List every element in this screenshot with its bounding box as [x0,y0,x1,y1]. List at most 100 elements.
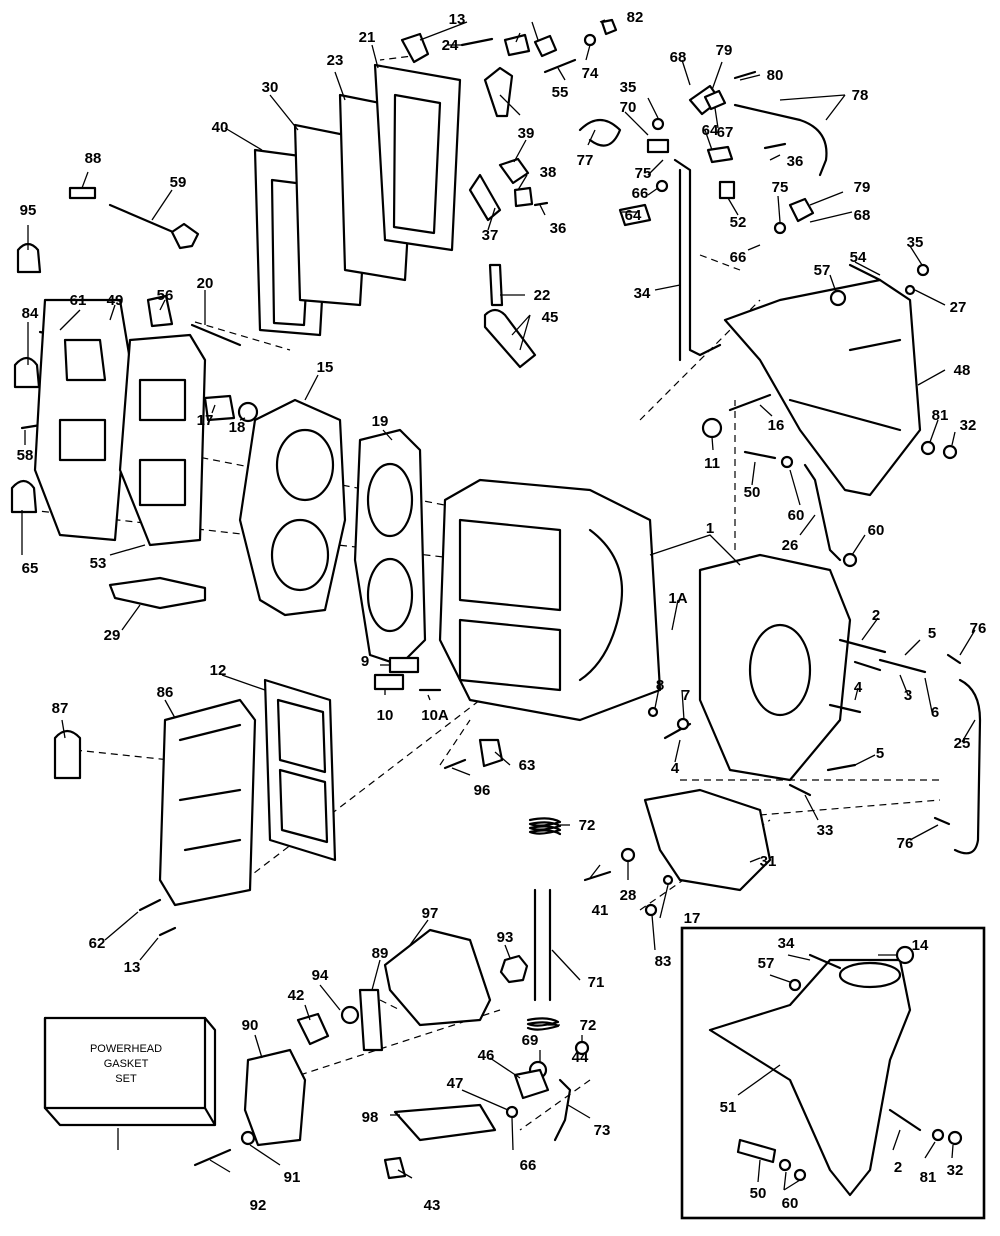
bracket-103 [483,66,514,118]
label-19: 17 [197,412,214,429]
label-70a: 66 [632,185,649,202]
fitting-83-b [788,197,815,223]
label-93: 89 [372,945,389,962]
label-62: 58 [17,447,34,464]
block-50 [513,1068,550,1100]
gasket-57 [118,333,207,547]
label-65: 61 [70,292,87,309]
label-34b: 32 [947,1162,964,1179]
label-63: 59 [170,174,187,191]
clip-67 [478,738,504,768]
label-23: 21 [359,29,376,46]
label-50: 46 [478,1047,495,1064]
label-5a: 5 [928,625,936,642]
label-38: 35 [907,234,924,251]
label-54a: 50 [744,484,761,501]
head-gasket-21 [353,428,427,667]
label-64a: 60 [788,507,805,524]
screw-22 [190,323,242,347]
label-97: 93 [497,929,514,946]
screw-26 [460,37,494,47]
label-70b: 66 [730,249,747,266]
label-20: 18 [229,419,246,436]
hose-49 [483,308,537,369]
label-94: 90 [242,1017,259,1034]
label-26: 24 [442,37,459,54]
clip-69 [10,479,38,514]
label-48: 44 [572,1049,589,1066]
label-58: 54 [850,249,867,266]
label-51: 47 [447,1075,464,1092]
label-22: 20 [197,275,214,292]
label-86b: 81 [920,1169,937,1186]
label-67: 63 [519,757,536,774]
plug-11 [701,417,723,439]
lever-102 [393,1103,497,1142]
label-32: 30 [262,79,279,96]
label-5b: 5 [876,745,884,762]
label-87: 82 [627,9,644,26]
pin-92 [68,186,97,200]
cover-90 [158,698,257,907]
label-10: 10 [377,707,394,724]
clip-68-b [706,145,734,164]
label-59: 55 [552,84,569,101]
inset-frame [680,926,986,1220]
bolt-47 [383,1156,407,1180]
bushing-43 [498,157,530,185]
screw-54 [743,450,777,460]
label-39: 35 [620,79,637,96]
label-80a: 76 [970,620,987,637]
label-76b: 72 [580,1017,597,1034]
label-9: 9 [361,653,369,670]
stud-2 [838,638,887,654]
clip-99 [16,242,42,274]
label-74: 70 [620,99,637,116]
clip-89 [13,356,41,389]
pin-10 [373,673,405,691]
label-40a: 36 [550,220,567,237]
label-84: 80 [767,67,784,84]
label-2b: 2 [894,1159,902,1176]
spring-81 [578,118,622,147]
label-79b: 75 [772,179,789,196]
label-99: 95 [20,202,37,219]
label-10A: 10A [421,707,449,724]
label-68b: 64 [702,122,719,139]
clip-91 [53,729,82,780]
label-83b: 79 [854,179,871,196]
label-21: 19 [372,413,389,430]
label-76a: 72 [579,817,596,834]
shaft-37 [673,158,722,357]
label-95: 91 [284,1169,301,1186]
label-60: 56 [157,287,174,304]
gasket-box-line1: POWERHEAD [90,1043,162,1055]
label-35: 33 [817,822,834,839]
swivel-bracket-55 [708,958,912,1197]
label-43: 39 [518,125,535,142]
plate-93 [358,988,384,1052]
block-94 [243,1048,307,1147]
pin-9 [388,656,420,674]
shaft-75 [533,888,552,1002]
label-33: 31 [760,853,777,870]
label-61b: 57 [758,955,775,972]
gasket-23 [373,63,462,252]
crankcase-1 [698,553,852,782]
label-45: 41 [592,902,609,919]
label-69: 65 [22,560,39,577]
wire-28 [803,463,842,562]
label-46: 42 [288,987,305,1004]
label-71: 67 [717,124,734,141]
label-41: 37 [482,227,499,244]
label-1A: 1A [668,590,687,607]
label-40b: 36 [787,153,804,170]
label-42: 38 [540,164,557,181]
part-drawings [10,18,986,1220]
label-80b: 76 [897,835,914,852]
label-44: 40 [212,119,229,136]
label-56: 52 [730,214,747,231]
label-101: 97 [422,905,439,922]
label-17: 16 [768,417,785,434]
